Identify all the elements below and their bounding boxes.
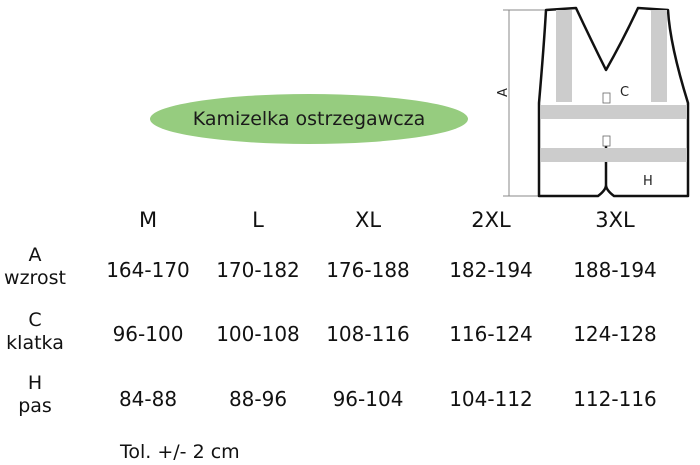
row-letter-h: H <box>27 372 43 394</box>
row-label-h: H pas <box>0 372 70 418</box>
column-header-l: L <box>252 208 264 232</box>
row-letter-a: A <box>28 244 42 266</box>
column-header-xl: XL <box>354 208 382 232</box>
table-cell: 124-128 <box>573 322 657 346</box>
tolerance-note: Tol. +/- 2 cm <box>120 441 240 463</box>
table-cell: 96-104 <box>332 387 404 411</box>
vertical-strip-right <box>651 10 667 102</box>
closure-tab-lower <box>602 135 611 147</box>
row-label-a: A wzrost <box>0 244 70 290</box>
table-cell: 84-88 <box>118 387 178 411</box>
table-cell: 88-96 <box>228 387 288 411</box>
row-name-klatka: klatka <box>6 332 64 354</box>
horizontal-strip-upper <box>541 105 687 119</box>
row-label-c: C klatka <box>0 309 70 355</box>
table-cell: 188-194 <box>573 258 657 282</box>
table-cell: 170-182 <box>216 258 300 282</box>
table-cell: 108-116 <box>326 322 410 346</box>
table-cell: 164-170 <box>106 258 190 282</box>
diagram-label-a: A <box>496 88 511 97</box>
row-name-wzrost: wzrost <box>4 267 66 289</box>
closure-tab-upper <box>602 92 611 104</box>
table-cell: 116-124 <box>449 322 533 346</box>
row-letter-c: C <box>28 309 42 331</box>
column-header-m: M <box>138 208 158 232</box>
table-cell: 112-116 <box>573 387 657 411</box>
horizontal-strip-lower <box>541 148 687 162</box>
page-title: Kamizelka ostrzegawcza <box>192 108 426 130</box>
row-name-pas: pas <box>18 395 52 417</box>
table-cell: 96-100 <box>112 322 184 346</box>
vertical-strip-left <box>556 10 572 102</box>
table-cell: 104-112 <box>449 387 533 411</box>
diagram-label-h: H <box>643 174 653 189</box>
diagram-label-c: C <box>620 85 629 100</box>
vest-diagram: A C H <box>496 6 690 198</box>
table-cell: 100-108 <box>216 322 300 346</box>
table-cell: 182-194 <box>449 258 533 282</box>
column-header-2xl: 2XL <box>471 208 511 232</box>
title-oval: Kamizelka ostrzegawcza <box>150 94 468 144</box>
table-cell: 176-188 <box>326 258 410 282</box>
column-header-3xl: 3XL <box>595 208 635 232</box>
